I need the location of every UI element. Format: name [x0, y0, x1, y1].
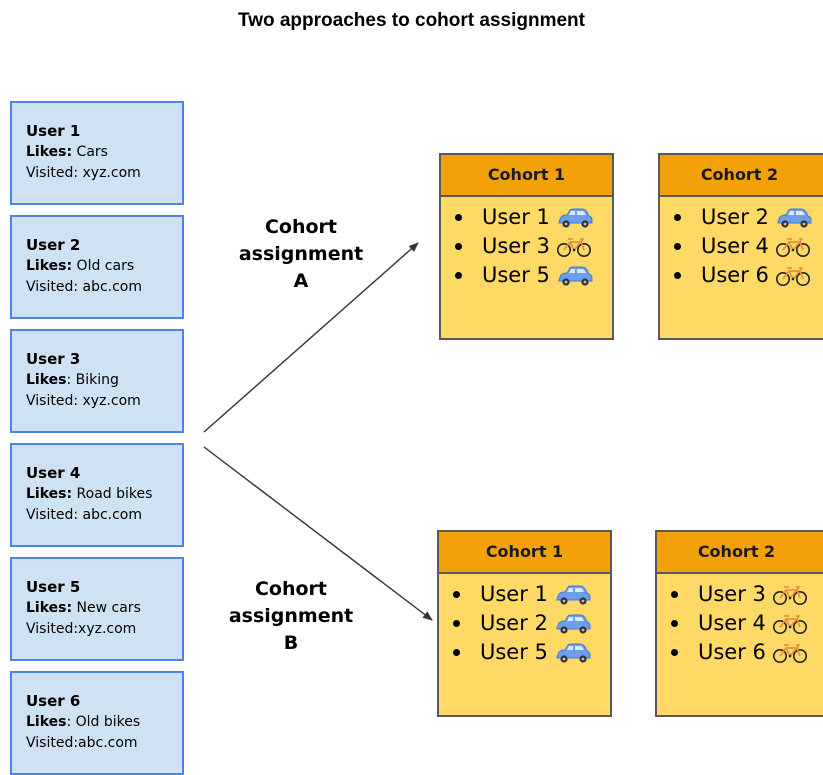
cohort-member: User 4 [674, 232, 823, 261]
cohort-title: Cohort 2 [657, 532, 823, 574]
bike-icon [772, 613, 808, 635]
cohort-b1: Cohort 1 User 1 User 2 User 5 [437, 530, 612, 717]
arrow-to-assignment-a [203, 242, 419, 433]
car-icon [554, 584, 592, 606]
member-name: User 5 [480, 640, 548, 664]
label-line: Cohort [264, 216, 338, 238]
cohort-member-list: User 2 User 4 User 6 [660, 197, 823, 290]
likes-label: Likes: [26, 258, 73, 274]
user-name: User 4 [26, 464, 81, 482]
member-name: User 1 [480, 582, 548, 606]
visited-value: Visited: abc.com [26, 507, 143, 523]
member-name: User 6 [698, 640, 766, 664]
likes-label: Likes: [26, 600, 73, 616]
cohort-member: User 3 [455, 232, 612, 261]
likes-label: Likes [26, 372, 67, 388]
car-icon [775, 207, 813, 229]
user-card-5: User 5 Likes: New cars Visited:xyz.com [10, 557, 184, 661]
label-line: assignment [238, 243, 364, 265]
label-line: assignment [228, 605, 354, 627]
cohort-title: Cohort 1 [441, 155, 612, 197]
likes-value: : Biking [66, 372, 119, 388]
likes-value: : Old bikes [66, 714, 141, 730]
user-name: User 6 [26, 692, 81, 710]
label-line: Cohort [254, 578, 328, 600]
visited-value: Visited:xyz.com [26, 621, 137, 637]
user-card-1: User 1 Likes: Cars Visited: xyz.com [10, 101, 184, 205]
cohort-member: User 6 [674, 261, 823, 290]
car-icon [554, 613, 592, 635]
member-name: User 3 [482, 234, 550, 258]
user-name: User 1 [26, 122, 81, 140]
cohort-member: User 1 [453, 580, 610, 609]
bike-icon [556, 236, 592, 258]
bike-icon [775, 265, 811, 287]
likes-value: Cars [76, 144, 108, 160]
member-name: User 1 [482, 205, 550, 229]
cohort-a2: Cohort 2 User 2 User 4 User 6 [658, 153, 823, 340]
visited-value: Visited: abc.com [26, 279, 143, 295]
arrow-to-assignment-b [203, 446, 433, 621]
member-name: User 4 [698, 611, 766, 635]
cohort-member: User 2 [453, 609, 610, 638]
member-name: User 6 [701, 263, 769, 287]
cohort-member-list: User 1 User 2 User 5 [439, 574, 610, 667]
user-name: User 5 [26, 578, 81, 596]
likes-value: Old cars [76, 258, 135, 274]
user-card-4: User 4 Likes: Road bikes Visited: abc.co… [10, 443, 184, 547]
cohort-member: User 5 [453, 638, 610, 667]
member-name: User 4 [701, 234, 769, 258]
diagram-title: Two approaches to cohort assignment [238, 10, 585, 31]
visited-value: Visited: xyz.com [26, 165, 141, 181]
cohort-member: User 2 [674, 203, 823, 232]
member-name: User 2 [701, 205, 769, 229]
likes-value: Road bikes [76, 486, 153, 502]
cohort-member: User 3 [671, 580, 823, 609]
user-card-3: User 3 Likes: Biking Visited: xyz.com [10, 329, 184, 433]
car-icon [556, 265, 594, 287]
assignment-a-label: Cohort assignment A [226, 214, 376, 295]
bike-icon [772, 642, 808, 664]
user-name: User 2 [26, 236, 81, 254]
cohort-member: User 1 [455, 203, 612, 232]
member-name: User 2 [480, 611, 548, 635]
user-name: User 3 [26, 350, 81, 368]
cohort-member-list: User 1 User 3 User 5 [441, 197, 612, 290]
car-icon [556, 207, 594, 229]
cohort-member-list: User 3 User 4 User 6 [657, 574, 823, 667]
visited-value: Visited:abc.com [26, 735, 138, 751]
bike-icon [775, 236, 811, 258]
member-name: User 3 [698, 582, 766, 606]
label-line: B [283, 632, 299, 654]
likes-label: Likes [26, 714, 67, 730]
visited-value: Visited: xyz.com [26, 393, 141, 409]
user-card-2: User 2 Likes: Old cars Visited: abc.com [10, 215, 184, 319]
cohort-member: User 5 [455, 261, 612, 290]
cohort-title: Cohort 1 [439, 532, 610, 574]
cohort-a1: Cohort 1 User 1 User 3 User 5 [439, 153, 614, 340]
car-icon [554, 642, 592, 664]
cohort-member: User 4 [671, 609, 823, 638]
assignment-b-label: Cohort assignment B [216, 576, 366, 657]
user-card-6: User 6 Likes: Old bikes Visited:abc.com [10, 671, 184, 775]
member-name: User 5 [482, 263, 550, 287]
cohort-b2: Cohort 2 User 3 User 4 User 6 [655, 530, 823, 717]
likes-value: New cars [76, 600, 141, 616]
label-line: A [293, 270, 309, 292]
cohort-member: User 6 [671, 638, 823, 667]
cohort-title: Cohort 2 [660, 155, 823, 197]
likes-label: Likes: [26, 144, 73, 160]
likes-label: Likes: [26, 486, 73, 502]
bike-icon [772, 584, 808, 606]
